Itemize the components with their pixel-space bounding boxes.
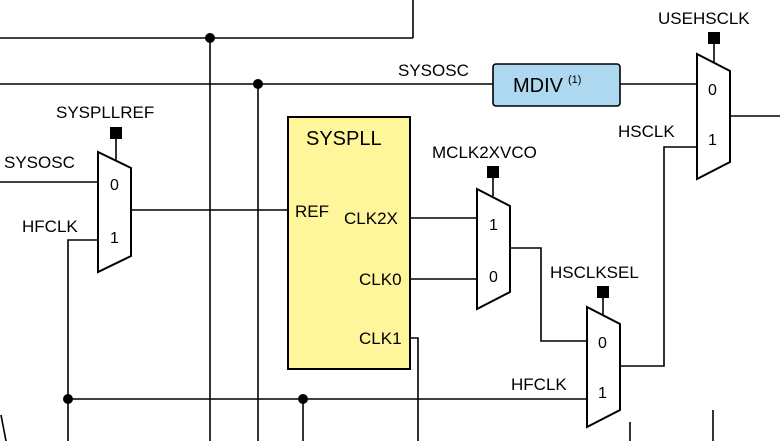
usehsclk-mux: [696, 52, 731, 181]
usehsclk-label: USEHSCLK: [658, 9, 750, 28]
syspll-pin-clk0: CLK0: [359, 270, 402, 289]
sysosc-left-label: SYSOSC: [4, 153, 75, 172]
junctions: [63, 33, 308, 404]
mdiv-text: MDIV: [513, 75, 564, 97]
syspllref-mux: [97, 150, 132, 274]
junction-dot: [253, 79, 263, 89]
mdiv-label: MDIV (1): [513, 74, 581, 97]
wire-bottom-left-corner: [0, 414, 7, 441]
syspll-title: SYSPLL: [306, 128, 382, 150]
hsclksel-mux: [586, 305, 621, 429]
syspllref-label: SYSPLLREF: [56, 103, 154, 122]
wire-clk1: [410, 337, 419, 441]
junction-dot: [63, 394, 73, 404]
mclk2xvco-mux-input-0: 0: [489, 269, 498, 286]
mdiv-block: [492, 63, 621, 107]
hsclksel-label: HSCLKSEL: [550, 263, 639, 282]
syspllref-mux-input-0: 0: [110, 177, 119, 194]
usehsclk-control-square: [708, 32, 720, 44]
hsclksel-mux-input-0: 0: [598, 335, 607, 352]
hsclk-label: HSCLK: [618, 122, 675, 141]
usehsclk-mux-input-0: 0: [708, 82, 717, 99]
syspll-block: [287, 116, 411, 370]
junction-dot: [298, 394, 308, 404]
mclk2xvco-label: MCLK2XVCO: [432, 143, 537, 162]
syspllref-control-square: [110, 127, 122, 139]
hsclksel-control-square: [597, 286, 609, 298]
sysosc-top-label: SYSOSC: [398, 61, 469, 80]
syspll-pin-clk1: CLK1: [359, 329, 402, 348]
mclk2xvco-mux: [476, 187, 511, 311]
wire-hsclksel-out: [620, 146, 697, 367]
mclk2xvco-mux-input-1: 1: [489, 217, 498, 234]
mdiv-footnote: (1): [568, 74, 581, 86]
wire-mclk-mux-out: [510, 247, 586, 342]
hfclk-left-label: HFCLK: [22, 217, 78, 236]
syspll-pin-ref: REF: [295, 202, 329, 221]
mclk2xvco-control-square: [487, 166, 499, 178]
hfclk-bottom-label: HFCLK: [511, 375, 567, 394]
hsclksel-mux-input-1: 1: [598, 385, 607, 402]
syspll-pin-clk2x: CLK2X: [344, 209, 398, 228]
syspllref-mux-input-1: 1: [110, 230, 119, 247]
junction-dot: [205, 33, 215, 43]
usehsclk-mux-input-1: 1: [708, 132, 717, 149]
wire-hfclk-left-in: [67, 239, 98, 441]
control-squares: [110, 32, 720, 298]
